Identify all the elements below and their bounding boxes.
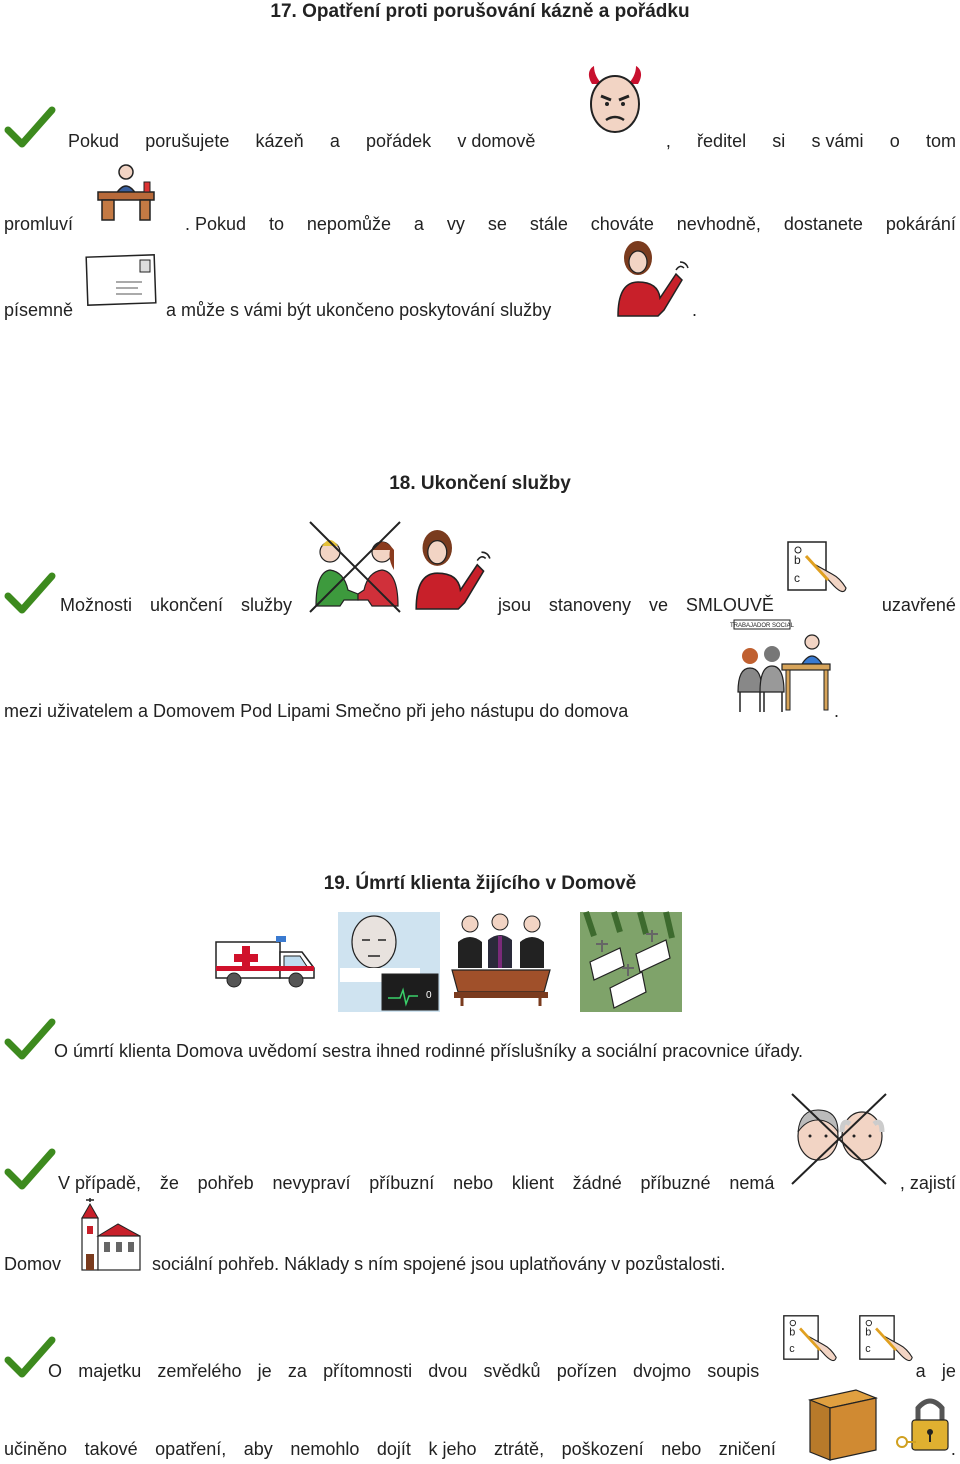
- social-worker-office-icon: TRABAJADOR SOCIAL: [730, 619, 832, 716]
- monitor-reading: 0: [426, 990, 432, 1001]
- office-sign-text: TRABAJADOR SOCIAL: [730, 623, 795, 629]
- letter-envelope-icon: [85, 252, 158, 308]
- svg-text:c: c: [865, 1343, 871, 1355]
- text-row: O úmrtí klienta Domova uvědomí sestra ih…: [54, 1041, 804, 1061]
- text-row: písemně: [4, 300, 74, 320]
- section-heading-18: 18. Ukončení služby: [389, 473, 571, 494]
- svg-text:b: b: [865, 1327, 871, 1339]
- text-row: .: [834, 701, 840, 721]
- text-row: promluví . Pokud to nepomůže a vy se stá…: [4, 214, 956, 234]
- section-heading-17: 17. Opatření proti porušování kázně a po…: [270, 1, 690, 22]
- text-row: Možnosti ukončení služby jsou stanoveny …: [60, 595, 956, 615]
- text-row: O majetku zemřelého je za přítomnosti dv…: [48, 1361, 956, 1381]
- checkmark-icon: [4, 1148, 56, 1192]
- section-heading-19: 19. Úmrtí klienta žijícího v Domově: [323, 873, 637, 894]
- ambulance-icon: [214, 932, 316, 992]
- director-at-desk-icon: [96, 164, 158, 222]
- crossed-relatives-icon: [790, 1092, 890, 1186]
- text-row: Pokud porušujete kázeň a pořádek v domov…: [68, 131, 956, 151]
- crossed-handshake-icon: [308, 520, 404, 616]
- contract-document-icon: b c: [780, 1314, 840, 1370]
- deceased-patient-monitor-icon: 0: [338, 912, 440, 1012]
- svg-text:b: b: [789, 1327, 795, 1339]
- checkmark-icon: [4, 1336, 56, 1380]
- text-row: a může s vámi být ukončeno poskytování s…: [166, 300, 552, 320]
- checkmark-icon: [4, 106, 56, 150]
- text-row: .: [692, 300, 698, 320]
- contract-document-icon: b c: [784, 540, 850, 602]
- person-waving-goodbye-icon: [614, 240, 690, 317]
- text-row: učiněno takové opatření, aby nemohlo doj…: [4, 1439, 956, 1459]
- svg-text:b: b: [794, 553, 801, 567]
- svg-text:c: c: [789, 1343, 795, 1355]
- cemetery-graves-icon: [580, 911, 682, 1012]
- checkmark-icon: [4, 1018, 56, 1062]
- funeral-coffin-icon: [448, 910, 554, 1006]
- text-row: sociální pohřeb. Náklady s ním spojené j…: [152, 1254, 726, 1274]
- contract-document-icon: b c: [856, 1314, 916, 1370]
- checkmark-icon: [4, 572, 56, 616]
- svg-text:c: c: [794, 571, 800, 585]
- text-row: mezi uživatelem a Domovem Pod Lipami Sme…: [4, 701, 629, 721]
- devil-face-icon: [584, 66, 646, 136]
- text-row: Domov: [4, 1254, 62, 1274]
- church-icon: [76, 1198, 142, 1272]
- person-waving-goodbye-icon: [412, 528, 492, 610]
- lockbox-padlock-icon: [806, 1386, 950, 1461]
- text-row: V případě, že pohřeb nevypraví příbuzní …: [58, 1173, 956, 1193]
